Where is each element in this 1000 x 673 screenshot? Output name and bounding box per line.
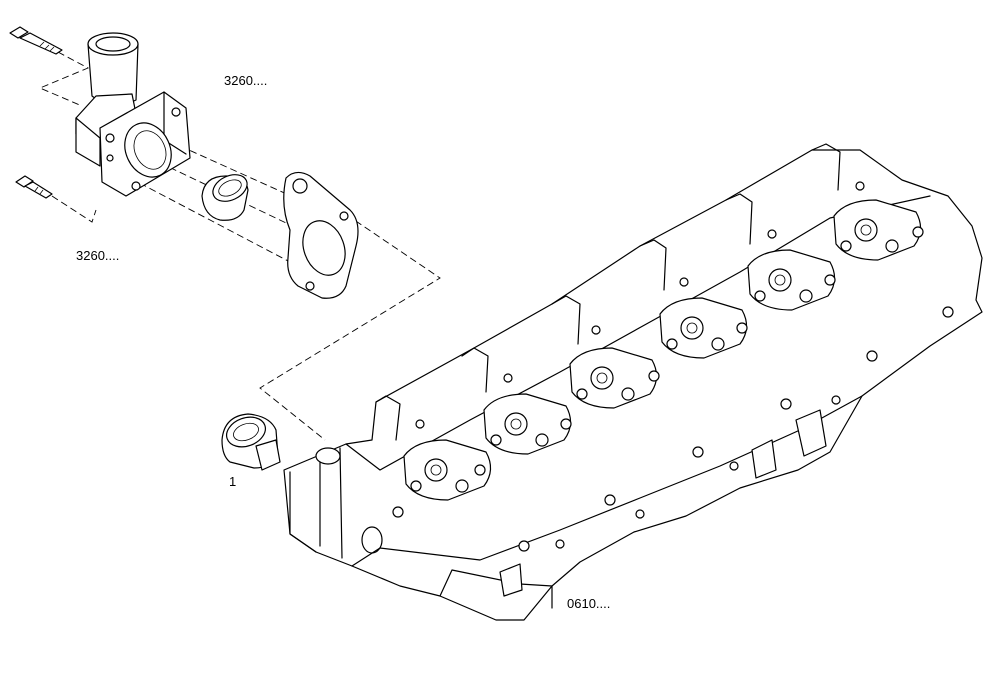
assembly-guide-lines: [38, 51, 441, 441]
callout-cylinder-head: 0610....: [567, 596, 611, 611]
ring-seal: [201, 174, 249, 221]
thermostat: [221, 413, 281, 471]
bolt-top: [9, 26, 63, 55]
thermostat-housing: [75, 32, 191, 197]
callout-thermostat-housing-bottom: 3260....: [76, 248, 120, 263]
chamber-4: [659, 297, 748, 359]
chamber-5: [747, 249, 836, 311]
cylinder-head: [283, 143, 983, 621]
chamber-3: [569, 347, 658, 409]
side-bosses: [499, 395, 841, 597]
head-bolt-holes: [392, 181, 954, 552]
gasket: [283, 171, 359, 299]
chamber-1: [403, 439, 492, 501]
callout-thermostat-housing-top: 3260....: [224, 73, 268, 88]
bolt-bottom: [15, 175, 53, 199]
callout-thermostat: 1: [229, 474, 237, 489]
